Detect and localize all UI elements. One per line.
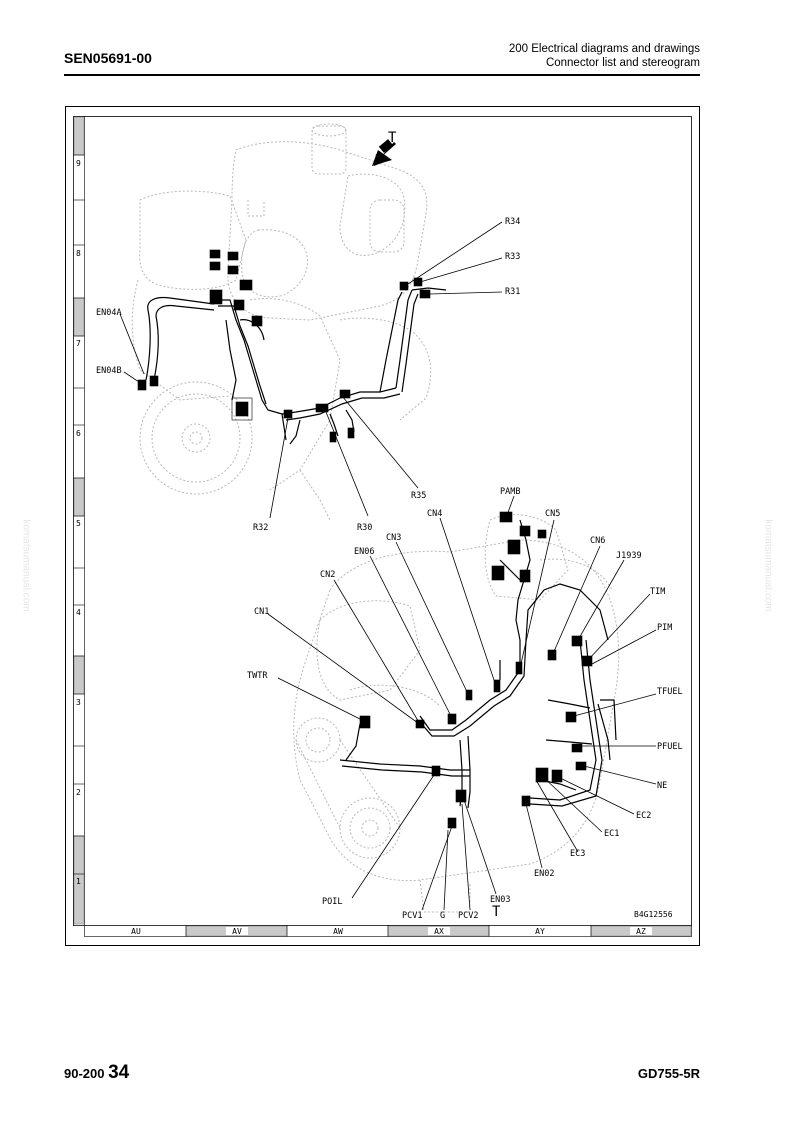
view-marker-bottom: T — [492, 904, 501, 920]
label-cn1: CN1 — [254, 607, 269, 617]
label-g: G — [440, 911, 445, 921]
page-prefix: 90-200 — [64, 1066, 105, 1081]
connector-labels: R34 R33 R31 EN04A EN04B R35 R32 R30 PAMB… — [96, 217, 683, 921]
label-en06: EN06 — [354, 547, 374, 557]
column-label: AY — [535, 927, 545, 936]
column-label: AU — [131, 927, 141, 936]
row-number: 8 — [76, 249, 81, 258]
label-ec3: EC3 — [570, 849, 585, 859]
label-r35: R35 — [411, 491, 426, 501]
row-number: 7 — [76, 339, 81, 348]
label-pamb: PAMB — [500, 487, 520, 497]
drawing-border — [73, 116, 692, 926]
label-cn5: CN5 — [545, 509, 560, 519]
column-label: AW — [333, 927, 343, 936]
label-ec2: EC2 — [636, 811, 651, 821]
label-r31: R31 — [505, 287, 520, 297]
label-twtr: TWTR — [247, 671, 268, 681]
row-numbers: 9 8 7 6 5 4 3 2 1 — [76, 159, 81, 886]
lower-engine-outline — [293, 514, 620, 913]
row-number: 4 — [76, 608, 81, 617]
label-r30: R30 — [357, 523, 372, 533]
upper-wiring-harness — [145, 287, 447, 445]
row-zone-strip — [73, 116, 85, 926]
label-cn4: CN4 — [427, 509, 442, 519]
label-en04b: EN04B — [96, 366, 122, 376]
view-arrow-icon — [372, 139, 396, 166]
column-label: AX — [434, 927, 444, 936]
label-en02: EN02 — [534, 869, 554, 879]
label-cn6: CN6 — [590, 536, 605, 546]
label-pcv2: PCV2 — [458, 911, 478, 921]
leader-lines — [119, 221, 657, 911]
model-name: GD755-5R — [637, 1066, 700, 1081]
header-rule — [64, 74, 700, 76]
label-r32: R32 — [253, 523, 268, 533]
lower-wiring-harness — [339, 519, 617, 809]
row-number: 1 — [76, 877, 81, 886]
column-labels: AU AV AW AX AY AZ — [125, 927, 652, 936]
label-en03: EN03 — [490, 895, 510, 905]
label-ec1: EC1 — [604, 829, 619, 839]
lower-connectors — [359, 511, 593, 829]
subsection-name: Connector list and stereogram — [545, 57, 700, 69]
row-number: 9 — [76, 159, 81, 168]
label-tfuel: TFUEL — [657, 687, 683, 697]
row-number: 2 — [76, 788, 81, 797]
document-number: SEN05691-00 — [64, 50, 152, 66]
page-number: 90-200 34 — [64, 1062, 129, 1084]
column-label: AZ — [636, 927, 646, 936]
column-zone-strip — [84, 925, 692, 937]
label-j1939: J1939 — [616, 551, 642, 561]
label-pfuel: PFUEL — [657, 742, 683, 752]
label-cn2: CN2 — [320, 570, 335, 580]
label-cn3: CN3 — [386, 533, 401, 543]
label-poil: POIL — [322, 897, 342, 907]
section-title: 200 Electrical diagrams and drawings Con… — [509, 42, 700, 70]
page-number-value: 34 — [108, 1062, 130, 1083]
label-en04a: EN04A — [96, 308, 122, 318]
label-ne: NE — [657, 781, 667, 791]
label-pcv1: PCV1 — [402, 911, 422, 921]
drawing-frame — [65, 106, 700, 946]
label-tim: TIM — [650, 587, 665, 597]
row-number: 6 — [76, 429, 81, 438]
column-label: AV — [232, 927, 242, 936]
upper-engine-outline — [131, 123, 432, 521]
label-r33: R33 — [505, 252, 520, 262]
label-r34: R34 — [505, 217, 520, 227]
view-marker-top: T — [388, 130, 397, 146]
upper-connectors — [137, 249, 431, 443]
section-name: 200 Electrical diagrams and drawings — [508, 43, 700, 55]
drawing-number: B4G12556 — [634, 910, 673, 919]
row-number: 3 — [76, 698, 81, 707]
row-number: 5 — [76, 519, 81, 528]
label-pim: PIM — [657, 623, 672, 633]
